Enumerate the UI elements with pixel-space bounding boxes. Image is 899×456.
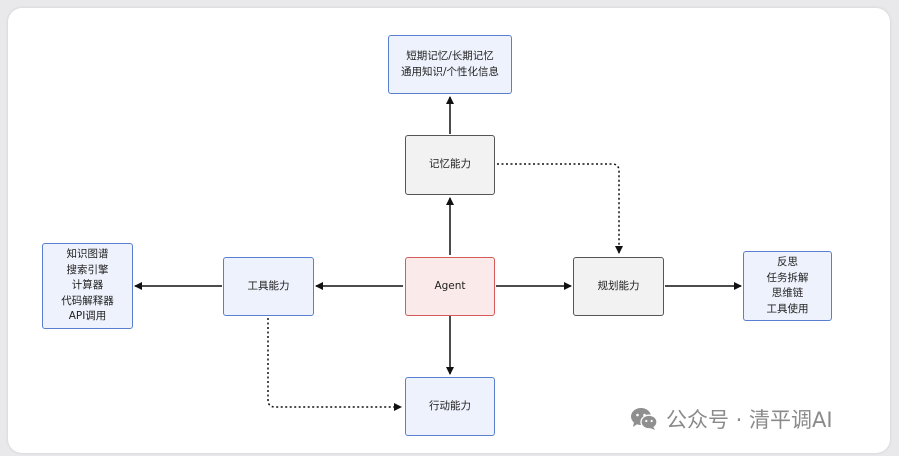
watermark-text: 公众号 · 清平调AI	[666, 408, 833, 432]
edge-tool-action-dotted	[267, 318, 402, 411]
planning-detail-item: 思维链	[771, 287, 804, 299]
agent-node: Agent	[405, 257, 495, 316]
edge-memory-planning-dotted	[497, 163, 623, 254]
planning-detail-item: 反思	[777, 256, 798, 268]
planning-detail-item: 任务拆解	[766, 271, 809, 284]
memory-store-box: 短期记忆/长期记忆 通用知识/个性化信息	[388, 35, 512, 94]
memory-store-line1: 短期记忆/长期记忆	[406, 50, 494, 62]
planning-detail-box: 反思 任务拆解 思维链 工具使用	[743, 251, 832, 321]
tool-detail-box: 知识图谱 搜索引擎 计算器 代码解释器 API调用	[42, 243, 133, 329]
tool-detail-item: 计算器	[71, 279, 104, 292]
agent-node-label: Agent	[434, 279, 466, 292]
action-node: 行动能力	[405, 377, 495, 436]
planning-node-label: 规划能力	[597, 279, 640, 292]
memory-node-label: 记忆能力	[429, 158, 471, 171]
memory-store-line2: 通用知识/个性化信息	[400, 65, 500, 78]
tool-detail-item: 知识图谱	[66, 248, 109, 261]
tool-detail-item: 代码解释器	[61, 294, 114, 307]
planning-node: 规划能力	[573, 257, 664, 316]
watermark: 公众号 · 清平调AI	[630, 404, 833, 434]
planning-detail-item: 工具使用	[766, 302, 809, 315]
action-node-label: 行动能力	[429, 399, 471, 412]
tool-node: 工具能力	[223, 257, 314, 316]
tool-node-label: 工具能力	[247, 279, 290, 292]
tool-detail-item: API调用	[68, 310, 107, 323]
wechat-icon	[631, 408, 658, 430]
memory-node: 记忆能力	[405, 135, 495, 195]
tool-detail-item: 搜索引擎	[66, 263, 109, 276]
